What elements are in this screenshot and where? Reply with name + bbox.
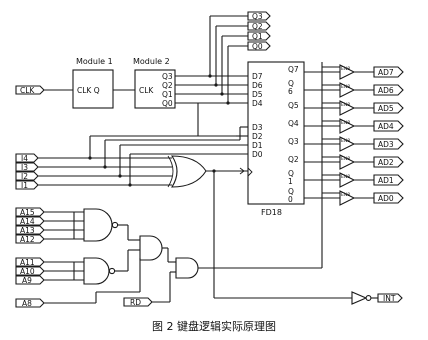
addr-flag-a11: A11 (20, 258, 35, 267)
col-flag-i2: I2 (21, 172, 28, 181)
module1-pins: CLK Q (77, 86, 100, 95)
enable-and-gate (175, 257, 199, 279)
ad-label-6: AD1 (378, 176, 394, 185)
module2-out-q1: Q1 (162, 90, 173, 99)
module2-clk-pin: CLK (139, 86, 154, 95)
fd18-pin-d1: D1 (252, 141, 263, 150)
ad-flag-5 (373, 156, 404, 168)
fd18-out-0: Q7 (288, 65, 299, 74)
addr-flag-a14: A14 (20, 217, 35, 226)
enable-buffer-6 (339, 172, 356, 188)
ad-flag-7 (373, 192, 404, 204)
ad-flag-3 (373, 120, 404, 132)
column-or-gate (170, 155, 207, 188)
module2-title: Module 2 (133, 57, 170, 66)
fd18-out-2: Q5 (288, 101, 299, 110)
buffer-enable-label-7: EN8 (341, 192, 350, 198)
module1-title: Module 1 (76, 57, 113, 66)
clk-input-flag: CLK (15, 85, 45, 95)
fd18-pin-d0: D0 (252, 150, 263, 159)
address-b-flags: A11 A10 A9 (15, 257, 45, 285)
addr-flag-a13: A13 (20, 226, 35, 235)
buffer-enable-label-6: EN8 (341, 174, 350, 180)
module2-out-q2: Q2 (162, 81, 173, 90)
fd18-pin-d3: D3 (252, 123, 263, 132)
figure-caption: 图 2 键盘逻辑实际原理图 (152, 319, 276, 333)
enable-buffer-3 (339, 118, 356, 134)
ad-label-7: AD0 (378, 194, 394, 203)
buffer-enable-label-4: EN8 (341, 138, 350, 144)
ad-label-0: AD7 (378, 68, 394, 77)
col-flag-i3: I3 (21, 163, 28, 172)
col-input-flags: I4 I3 I2 I1 (15, 153, 39, 190)
ad-label-2: AD5 (378, 104, 394, 113)
module2-block (134, 69, 176, 109)
top-flag-q2: Q2 (252, 22, 263, 31)
ad-flag-1 (373, 84, 404, 96)
buffer-enable-label-3: EN8 (341, 120, 350, 126)
ad-label-4: AD3 (378, 140, 394, 149)
addr-flag-a10: A10 (20, 267, 35, 276)
module2-out-q3: Q3 (162, 72, 173, 81)
buffer-enable-label-1: EN8 (341, 84, 350, 90)
a8-flag: A8 (15, 298, 45, 308)
top-flag-q0: Q0 (252, 42, 263, 51)
fd18-pin-d6: D6 (252, 81, 263, 90)
module1-block (72, 69, 114, 109)
col-flag-i1: I1 (21, 181, 28, 190)
enable-buffer-4 (339, 136, 356, 152)
col-flag-i4: I4 (21, 154, 28, 163)
module2-out-q0: Q0 (162, 99, 173, 108)
ad-label-1: AD6 (378, 86, 394, 95)
buffer-enable-label-5: EN8 (341, 156, 350, 162)
buffer-enable-label-0: EN8 (341, 66, 350, 72)
fd18-name: FD18 (261, 208, 282, 217)
top-flag-q3: Q3 (252, 12, 263, 21)
top-q-flags: Q3 Q2 Q1 Q0 (210, 11, 271, 51)
ad-flag-4 (373, 138, 404, 150)
ad-label-3: AD4 (378, 122, 394, 131)
enable-buffer-0 (339, 64, 356, 80)
enable-buffer-2 (339, 100, 356, 116)
rd-label: RD (130, 298, 141, 307)
fd18-out-4: Q3 (288, 137, 299, 146)
address-and-gate-a (83, 208, 113, 242)
clk-label: CLK (20, 86, 35, 95)
enable-buffer-1 (339, 82, 356, 98)
fd18-pin-d4: D4 (252, 99, 263, 108)
ad-flag-2 (373, 102, 404, 114)
middle-and-gate (139, 235, 163, 261)
rd-flag: RD (123, 297, 153, 307)
addr-flag-a12: A12 (20, 235, 35, 244)
fd18-out-5: Q2 (288, 155, 299, 164)
fd18-pin-d2: D2 (252, 132, 263, 141)
addr-flag-a9: A9 (22, 276, 32, 285)
ad-flag-0 (373, 66, 404, 78)
ad-label-5: AD2 (378, 158, 394, 167)
fd18-chip (247, 61, 305, 205)
a8-label: A8 (22, 299, 32, 308)
enable-buffer-7 (339, 190, 356, 206)
fd18-pin-d5: D5 (252, 90, 263, 99)
fd18-pin-d7: D7 (252, 72, 263, 81)
enable-buffer-5 (339, 154, 356, 170)
address-and-gate-b (83, 257, 110, 285)
int-label: INT (383, 294, 396, 303)
addr-flag-a15: A15 (20, 208, 35, 217)
address-a-flags: A15 A14 A13 A12 (15, 207, 45, 244)
fd18-out-3: Q4 (288, 119, 299, 128)
ad-flag-6 (373, 174, 404, 186)
buffer-enable-label-2: EN8 (341, 102, 350, 108)
top-flag-q1: Q1 (252, 32, 263, 41)
int-output: INT (351, 291, 403, 305)
